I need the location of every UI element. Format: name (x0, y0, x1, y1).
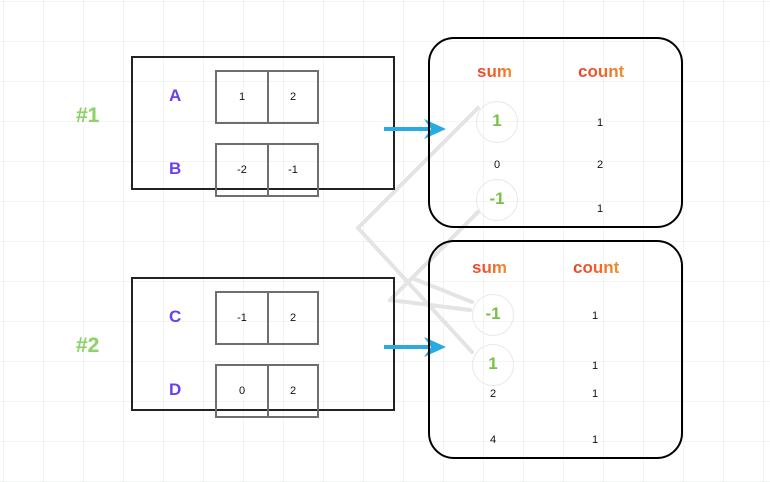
cell-a-0: 1 (238, 91, 246, 103)
cell-a-1: 2 (267, 72, 317, 122)
table1-count-0: 1 (596, 117, 604, 129)
value-pair-a: 1 2 (215, 70, 319, 124)
row-label-d: D (169, 380, 182, 399)
cell-b-0: -2 (237, 164, 247, 176)
input-block-2: C -1 2 D 0 2 (131, 277, 395, 418)
table1-count-2: 1 (596, 203, 604, 215)
table2-highlight-circle-0 (472, 294, 514, 336)
table1-count-1: 2 (596, 159, 604, 171)
row-label-b: B (169, 159, 182, 178)
table2-header-sum: sum (472, 258, 507, 277)
table2-sum-1: 1 (488, 354, 498, 373)
table1-sum-0: 1 (492, 111, 502, 130)
table2-count-1: 1 (591, 360, 599, 372)
group-label-2: #2 (76, 334, 100, 357)
table2-sum-2: 2 (489, 388, 497, 400)
cell-c-1: 2 (267, 293, 317, 343)
table2-sum-3: 4 (489, 434, 497, 446)
table1-highlight-circle-2 (476, 179, 518, 221)
cell-c-0: -1 (237, 312, 247, 324)
table2-count-3: 1 (591, 434, 599, 446)
table2-sum-0: -1 (485, 304, 501, 323)
cell-d-0: 0 (238, 385, 246, 397)
table1-header-sum: sum (477, 62, 512, 81)
table2-count-0: 1 (591, 310, 599, 322)
value-pair-b: -2 -1 (215, 143, 319, 197)
table1-highlight-circle-0 (476, 101, 518, 143)
value-pair-c: -1 2 (215, 291, 319, 345)
value-pair-d: 0 2 (215, 364, 319, 418)
table2-count-2: 1 (591, 388, 599, 400)
row-label-a: A (169, 86, 182, 105)
table1-sum-2: -1 (489, 189, 505, 208)
result-panel-1: sum count 1 1 0 2 -1 1 (428, 37, 683, 228)
result-panel-2: sum count -1 1 1 1 2 1 4 1 (428, 240, 683, 459)
cell-b-1: -1 (267, 145, 317, 195)
cell-d-1: 2 (267, 366, 317, 416)
row-label-c: C (169, 307, 182, 326)
table1-sum-1: 0 (493, 159, 501, 171)
input-block-1: A 1 2 B -2 -1 (131, 56, 395, 197)
table2-header-count: count (573, 258, 620, 277)
group-label-1: #1 (76, 104, 100, 127)
table2-highlight-circle-1 (472, 344, 514, 386)
table1-header-count: count (578, 62, 625, 81)
